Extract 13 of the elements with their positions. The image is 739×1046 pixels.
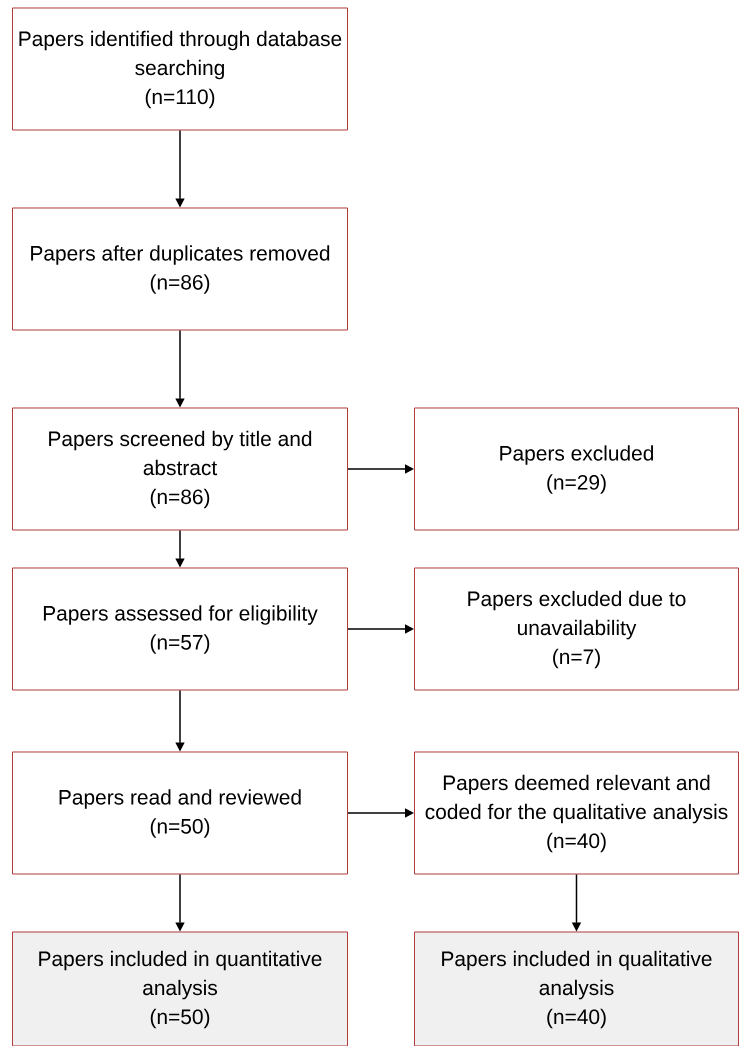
process-box: Papers assessed for eligibility (n=57) <box>12 567 348 691</box>
process-box: Papers excluded (n=29) <box>414 407 739 531</box>
process-box: Papers included in qualitative analysis (n=40) <box>414 931 739 1046</box>
process-box: Papers included in quantitative analysis (n=50) <box>12 931 348 1046</box>
process-box: Papers identified through database searching (n=110) <box>12 7 348 131</box>
process-box: Papers read and reviewed (n=50) <box>12 751 348 875</box>
process-box: Papers after duplicates removed (n=86) <box>12 207 348 331</box>
arrow <box>347 808 414 818</box>
process-box: Papers deemed relevant and coded for the qualitative analysis (n=40) <box>414 751 739 875</box>
process-box: Papers excluded due to unavailability (n=7) <box>414 567 739 691</box>
arrow <box>347 624 414 634</box>
arrow <box>347 464 414 474</box>
process-box: Papers screened by title and abstract (n=86) <box>12 407 348 531</box>
